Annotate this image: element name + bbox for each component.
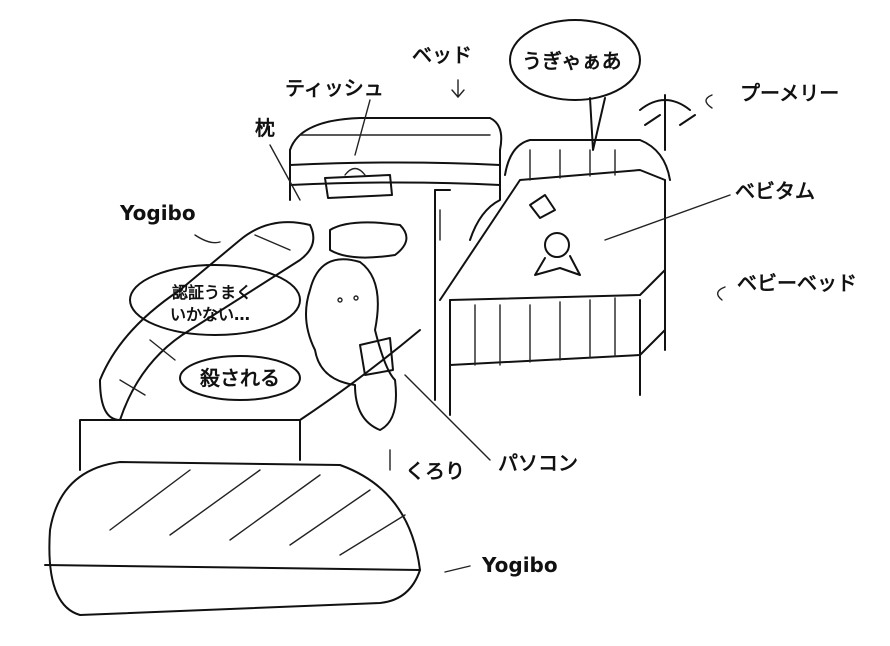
label-thought-line1: 認証うまく <box>172 283 252 302</box>
label-person: くろり <box>405 459 465 483</box>
label-thought-line2: いかない… <box>170 305 250 324</box>
baby-bed-drawing <box>434 139 671 416</box>
label-mobile: プーメリー <box>740 81 839 105</box>
pillow-drawing <box>329 221 408 259</box>
killed-bubble <box>179 355 301 401</box>
label-yogibo-bottom: Yogibo <box>481 553 558 577</box>
tissue-box-drawing <box>324 167 393 199</box>
label-arrows <box>194 79 731 573</box>
label-baby-bed: ベビーベッド <box>737 271 857 295</box>
label-pillow: 枕 <box>255 116 275 140</box>
label-laptop: パソコン <box>498 451 578 475</box>
cry-bubble-tail <box>589 97 606 151</box>
label-killed: 殺される <box>199 366 280 390</box>
label-baby-cry: うぎゃぁあ <box>522 49 622 73</box>
cry-speech-bubble <box>509 19 641 101</box>
label-baby: ベビタム <box>735 179 815 203</box>
yogibo-top-drawing <box>99 221 315 421</box>
baby-drawing <box>529 194 581 276</box>
yogibo-bottom-drawing <box>44 461 421 616</box>
label-yogibo-top: Yogibo <box>119 201 196 225</box>
mobile-drawing <box>639 94 696 151</box>
person-drawing <box>305 258 397 431</box>
label-tissue: ティッシュ <box>285 76 384 100</box>
bed-drawing <box>289 117 503 241</box>
floor-mat-drawing <box>79 329 421 471</box>
thought-bubble <box>129 264 301 336</box>
label-bed: ベッド <box>412 43 472 67</box>
